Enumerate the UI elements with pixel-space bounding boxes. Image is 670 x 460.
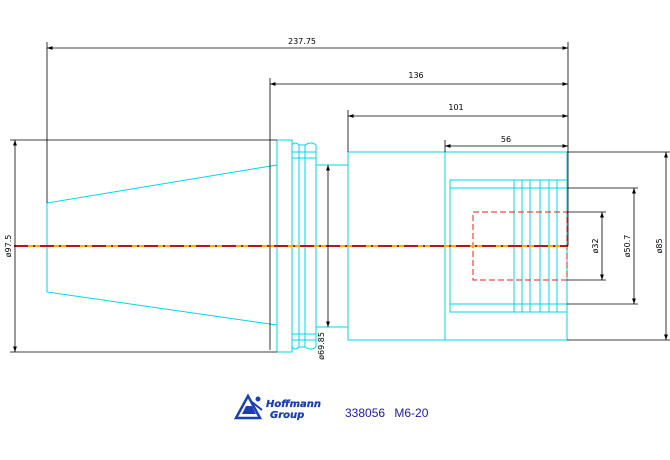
dim-length-56: 56 xyxy=(501,135,511,144)
part-caption: 338056 M6-20 xyxy=(345,406,429,420)
dim-length-136: 136 xyxy=(408,71,423,80)
dim-length-101: 101 xyxy=(448,103,463,112)
dim-dia-bore: ø32 xyxy=(591,238,600,253)
dimension-labels: 237.75 136 101 56 ø97.5 ø69.85 ø32 ø50.7… xyxy=(4,37,664,360)
dim-dia-taper: ø97.5 xyxy=(4,235,13,258)
dim-overall-length: 237.75 xyxy=(288,37,316,46)
dimension-lines xyxy=(10,42,670,353)
logo-line2: Group xyxy=(270,410,304,421)
part-number: 338056 xyxy=(345,406,385,420)
logo-line1: Hoffmann xyxy=(266,399,321,410)
hoffmann-group-logo: Hoffmann Group xyxy=(233,393,321,421)
part-size: M6-20 xyxy=(394,406,428,420)
dim-dia-neck: ø69.85 xyxy=(317,332,326,360)
logo-mark-icon xyxy=(233,393,263,420)
dim-dia-nose: ø85 xyxy=(655,238,664,253)
dim-dia-collet: ø50.7 xyxy=(623,235,632,258)
